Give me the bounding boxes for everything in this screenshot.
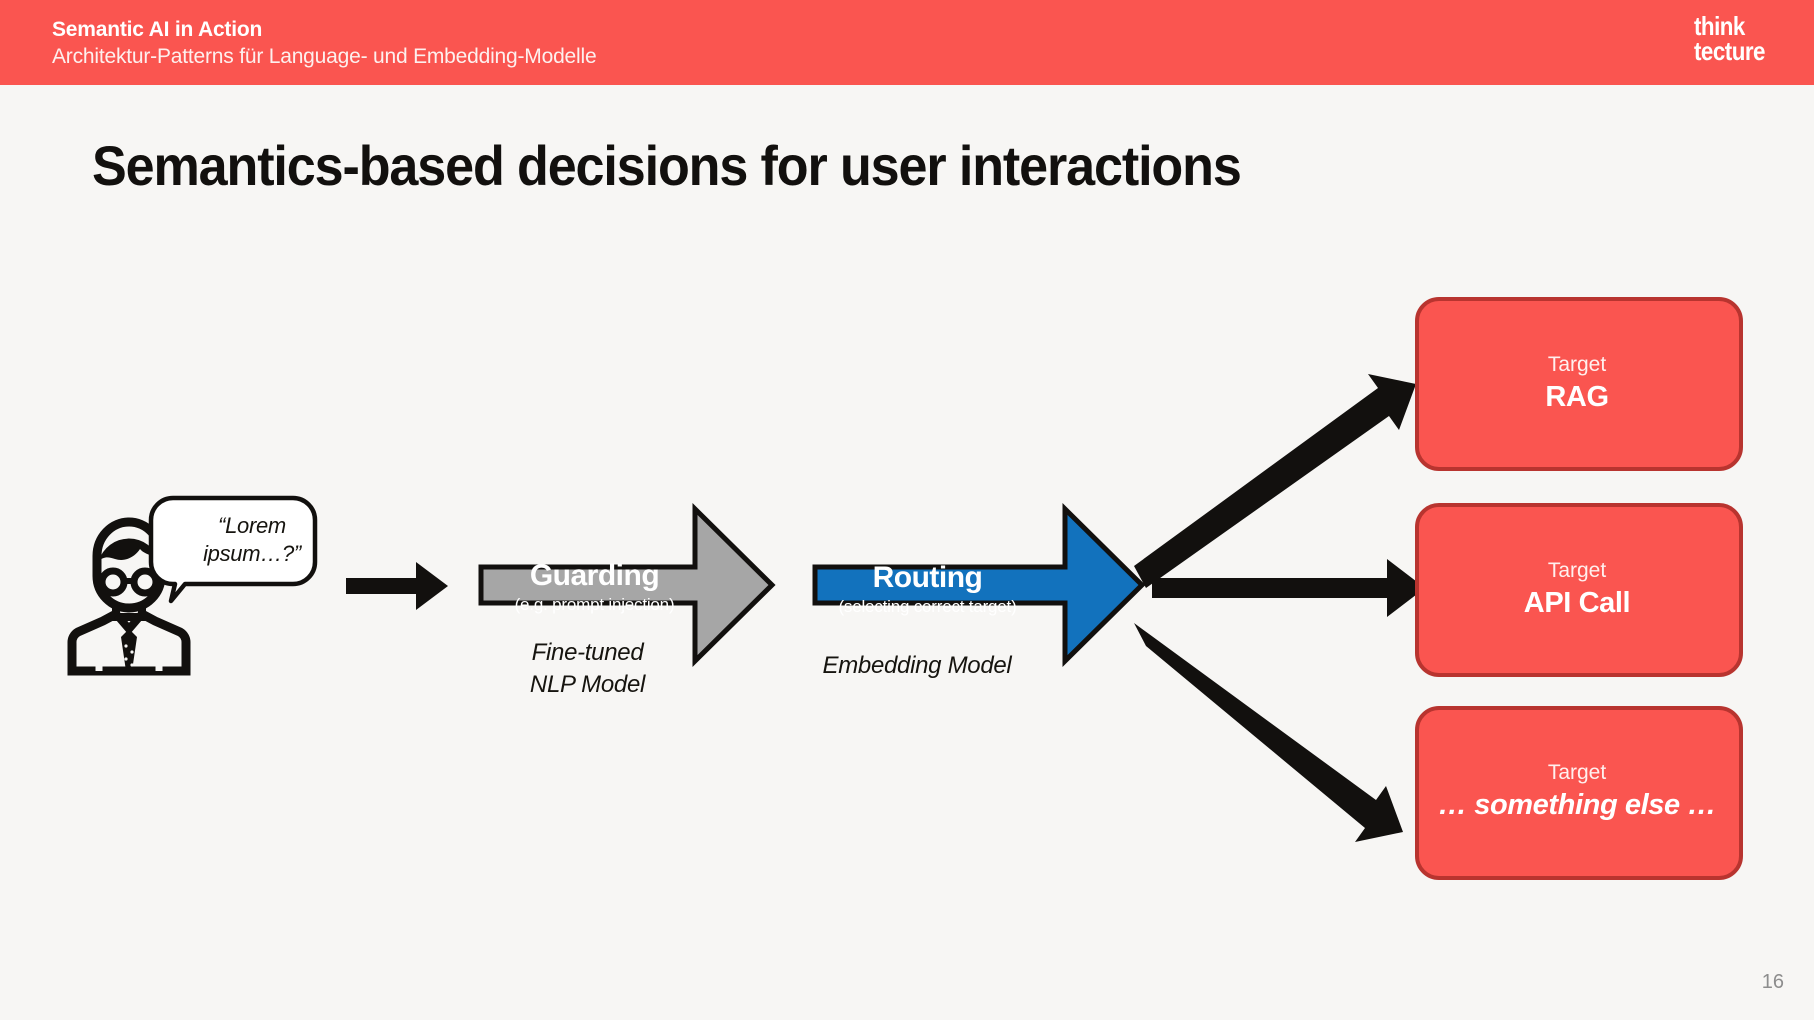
routing-model-label: Embedding Model [782, 650, 1052, 682]
guarding-label: Guarding [529, 559, 660, 592]
logo-line-tecture: tecture [1693, 36, 1765, 67]
header-subtitle: Architektur-Patterns für Language- und E… [52, 45, 597, 69]
logo-line-think: think [1693, 11, 1745, 41]
guarding-model-label-line2: NLP Model [529, 670, 646, 698]
speech-bubble [148, 495, 318, 604]
target-kicker: Target [1547, 353, 1607, 376]
routing-sublabel: (selecting correct target) [838, 596, 1017, 616]
guarding-arrow-labels: Guarding (e.g. prompt injection) [487, 560, 702, 615]
header-title-block: Semantic AI in Action Architektur-Patter… [52, 17, 597, 72]
target-kicker: Target [1547, 559, 1607, 582]
guarding-model-label-line1: Fine-tuned [531, 639, 644, 666]
arrow-routing-to-target-api [1152, 559, 1425, 617]
target-box-something-else-text: Target … something else … [1417, 760, 1737, 823]
target-box-api-call[interactable] [1415, 503, 1743, 677]
header-title: Semantic AI in Action [52, 18, 263, 41]
speech-bubble-text: “Lorem ipsum…?” [203, 513, 301, 567]
person-with-glasses-icon [67, 517, 191, 676]
target-name-rag: RAG [1545, 381, 1609, 414]
thinktecture-logo: think tecture [1693, 11, 1765, 67]
page-title: Semantics-based decisions for user inter… [92, 134, 1242, 197]
guarding-model-label: Fine-tuned NLP Model [470, 637, 705, 700]
guarding-arrow-shape [478, 503, 776, 667]
target-name-api-call: API Call [1523, 587, 1631, 620]
target-box-something-else[interactable] [1415, 706, 1743, 880]
page-number: 16 [1761, 971, 1784, 993]
target-kicker: Target [1547, 761, 1607, 784]
target-name-something-else: … something else … [1437, 789, 1717, 822]
target-box-rag[interactable] [1415, 297, 1743, 471]
slide-header: Semantic AI in Action Architektur-Patter… [0, 0, 1814, 85]
target-box-api-call-text: Target API Call [1417, 558, 1737, 621]
routing-arrow-labels: Routing (selecting correct target) [820, 562, 1035, 617]
routing-model-label-line1: Embedding Model [822, 652, 1012, 679]
routing-label: Routing [872, 561, 983, 594]
routing-arrow-shape [812, 503, 1146, 667]
arrow-routing-to-target-other [1134, 623, 1403, 842]
arrow-user-to-guarding [346, 562, 448, 610]
arrow-routing-to-target-rag [1134, 374, 1416, 588]
target-box-rag-text: Target RAG [1417, 352, 1737, 415]
guarding-sublabel: (e.g. prompt injection) [514, 594, 675, 614]
